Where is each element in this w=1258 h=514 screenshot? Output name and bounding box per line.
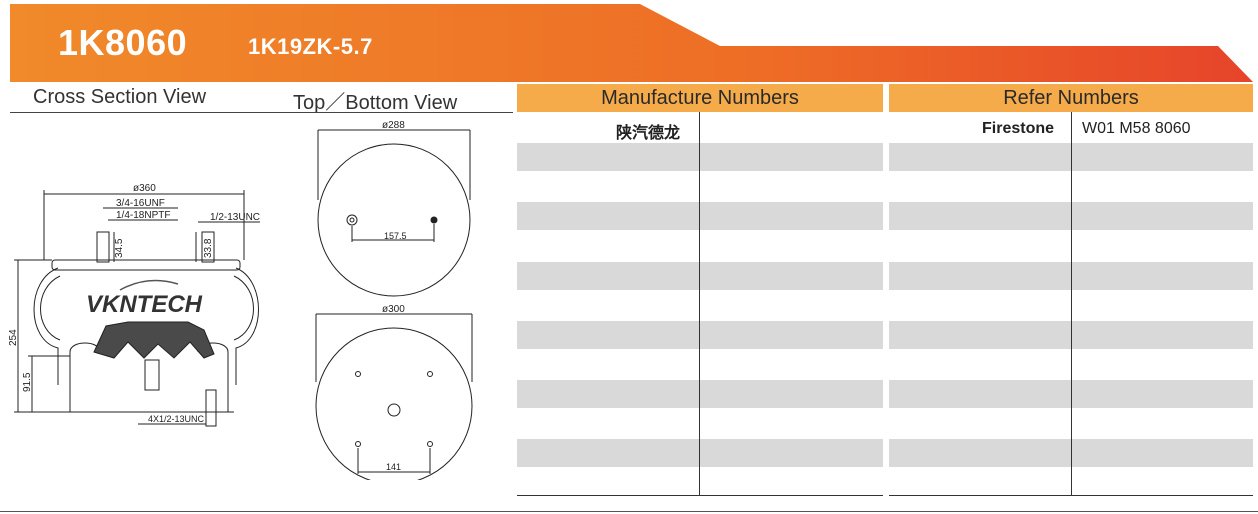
manufacture-cell: 陕汽德龙	[616, 125, 681, 142]
piston-height: 91.5	[22, 372, 33, 392]
part-number: 1K8060	[58, 22, 188, 63]
top-view-drawing: ø288 157.5	[317, 120, 471, 297]
thread-right: 1/2-13UNC	[210, 212, 260, 223]
cross-section-drawing: ø360 3/4-16UNF 1/4-18NPTF 1/2-13UNC 34.5…	[8, 183, 260, 427]
thread-top: 3/4-16UNF	[116, 198, 165, 209]
header-divider	[10, 112, 513, 113]
refer-header: Refer Numbers	[889, 84, 1253, 112]
table-row	[517, 262, 883, 290]
manufacture-header: Manufacture Numbers	[517, 84, 883, 112]
stud-right-height: 33.8	[203, 238, 214, 258]
bottom-view-drawing: ø300 141	[315, 304, 473, 480]
bottom-studs: 4X1/2-13UNC	[148, 414, 205, 424]
header-banner	[10, 4, 1253, 82]
table-row	[517, 380, 883, 408]
dim-width: ø360	[133, 183, 156, 194]
manufacture-table-bottom	[517, 495, 883, 496]
logo-swoosh	[119, 279, 179, 291]
overall-height: 254	[8, 329, 19, 346]
port-thread: 1/4-18NPTF	[116, 210, 170, 221]
refer-column-divider	[1071, 112, 1072, 496]
page-bottom-rule	[0, 511, 1258, 512]
stud-left-height: 34.5	[114, 238, 125, 258]
table-row	[517, 321, 883, 349]
top-diameter: ø288	[382, 120, 405, 131]
refer-brand-cell: Firestone	[982, 120, 1055, 137]
bottom-diameter: ø300	[382, 304, 405, 315]
table-row	[517, 143, 883, 171]
top-spacing: 157.5	[384, 231, 407, 241]
brand-logo: VKNTECH	[86, 291, 203, 318]
table-row	[517, 439, 883, 467]
model-number: 1K19ZK-5.7	[248, 34, 373, 59]
top-bottom-header: Top／Bottom View	[293, 92, 458, 114]
manufacture-column-divider	[699, 112, 700, 496]
cross-section-header: Cross Section View	[33, 86, 207, 108]
table-row	[517, 202, 883, 230]
refer-table-bottom	[889, 495, 1253, 496]
bottom-spacing: 141	[386, 462, 401, 472]
refer-number-cell: W01 M58 8060	[1082, 120, 1191, 137]
